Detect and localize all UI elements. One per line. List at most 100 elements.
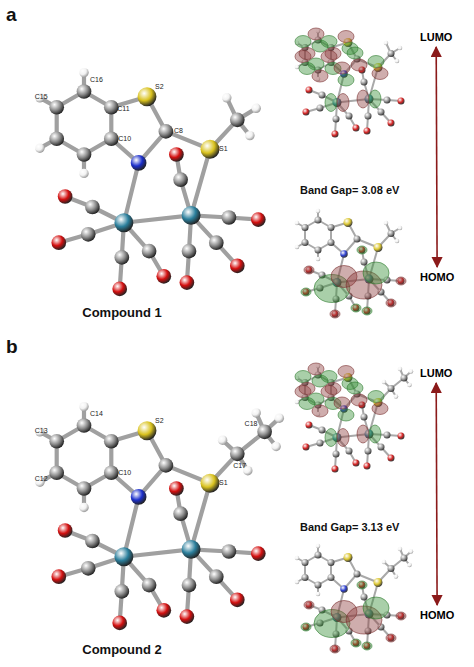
atom-ball [49,465,64,480]
atom-ball [382,380,387,385]
orbital-lobe [396,612,406,620]
orbital-lobe [304,266,314,274]
atom-ball [182,244,197,259]
atom-ball [295,65,300,70]
atom-ball [156,269,171,284]
orbital-name: LUMO [420,31,452,43]
atom-ball [378,109,385,116]
orbital-lobe [386,634,396,642]
atom-ball [114,213,133,232]
orbital-lobe [368,56,384,68]
atom-ball [333,116,340,123]
orbital-lobe [351,59,367,71]
atom-label: C13 [35,427,48,435]
energy-gap-arrow [435,383,438,605]
orbital-lobe [295,371,311,383]
bond-stick [124,215,191,222]
atom-ball [361,414,368,421]
orbital-lobe [330,645,340,653]
atom-ball [409,369,414,374]
atom-ball [104,434,119,449]
orbital-lobe [363,262,389,284]
atom-ball [251,408,260,417]
atom-ball [131,489,147,505]
atom-ball [303,109,310,116]
orbital-lobe [299,63,315,75]
orbital-lobe [337,94,349,112]
orbital-lobe [338,74,354,86]
atom-ball [361,79,368,86]
atom-ball [156,603,171,618]
atom-ball [182,578,197,593]
orbital-lobe [386,299,396,307]
atom-ball [333,451,340,458]
orbital-lobe [338,366,354,378]
atom-ball [81,227,96,242]
orbital-lobe [347,382,363,394]
atom-ball [114,584,129,599]
atom-ball [388,385,395,392]
atom-ball [388,50,395,57]
orbital-lobe [330,310,340,318]
atom-ball [328,239,335,246]
orbital-lobe [301,288,311,296]
orbital-lobe [301,623,311,631]
atom-ball [271,442,280,451]
atom-ball [295,221,300,226]
energy-gap-arrow [435,47,438,267]
atom-ball [316,257,321,262]
atom-ball [302,239,309,246]
orbital-lobe [338,31,354,43]
orbital-lobe [351,394,367,406]
homo-orbital-surface [301,246,406,318]
atom-ball [319,92,326,99]
atom-ball [401,375,408,382]
atom-ball [85,200,100,215]
atom-ball [361,259,368,266]
atom-ball [316,544,321,549]
atom-ball [173,172,188,187]
atom-ball [79,169,88,178]
atom-ball [49,434,64,449]
ball-and-stick-model [35,68,265,296]
atom-ball [374,578,383,587]
atom-ball [112,282,127,297]
atom-ball [388,230,395,237]
orbital-label: LUMO [418,30,454,44]
orbital-lobe [369,425,381,443]
atom-label: C15 [35,93,48,101]
atom-ball [169,147,184,162]
atom-ball [398,367,403,372]
orbital-label: LUMO [418,366,454,380]
atom-ball [104,131,119,146]
orbital-lobe [338,409,354,421]
atom-ball [180,609,195,624]
atom-ball [364,128,371,135]
atom-ball [58,523,73,538]
atom-ball [222,544,237,559]
atom-ball [384,97,391,104]
atom-ball [332,131,339,138]
atom-ball [201,474,220,493]
orbital-lobe [308,28,324,40]
compound-name: Compound 2 [82,643,161,658]
atom-ball [398,547,403,552]
atom-ball [302,224,309,231]
orbital-lobe [334,397,350,409]
orbital-lobe [295,36,311,48]
orbital-lobe [321,36,337,48]
bond-stick [124,549,191,556]
atom-label: C18 [245,420,258,428]
orbital-lobe [363,597,389,619]
orbital-lobe [372,403,388,415]
orbital-lobe [351,639,361,647]
ball-and-stick-model [295,209,405,318]
atom-ball [374,243,383,252]
atom-label: C10 [118,135,131,143]
atom-ball [303,444,310,451]
atom-ball [275,413,284,422]
atom-ball [378,444,385,451]
